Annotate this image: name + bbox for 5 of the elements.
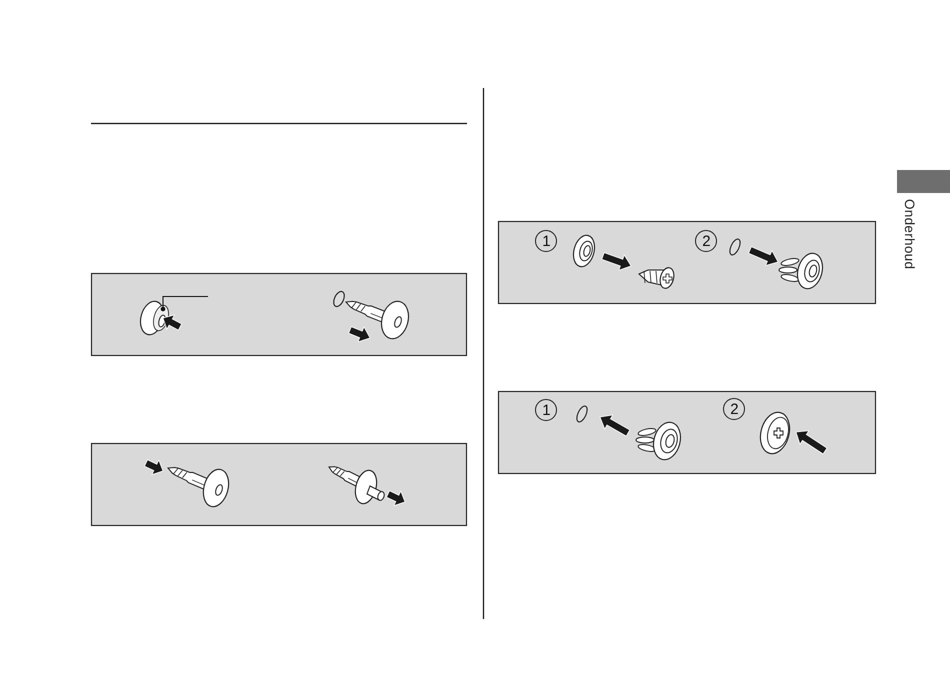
callout-number: 1 bbox=[535, 230, 558, 252]
section-tab-label: Onderhoud bbox=[902, 199, 917, 270]
callout-number: 2 bbox=[723, 398, 746, 420]
callout-number: 2 bbox=[695, 230, 718, 252]
callout-number: 1 bbox=[535, 399, 558, 422]
